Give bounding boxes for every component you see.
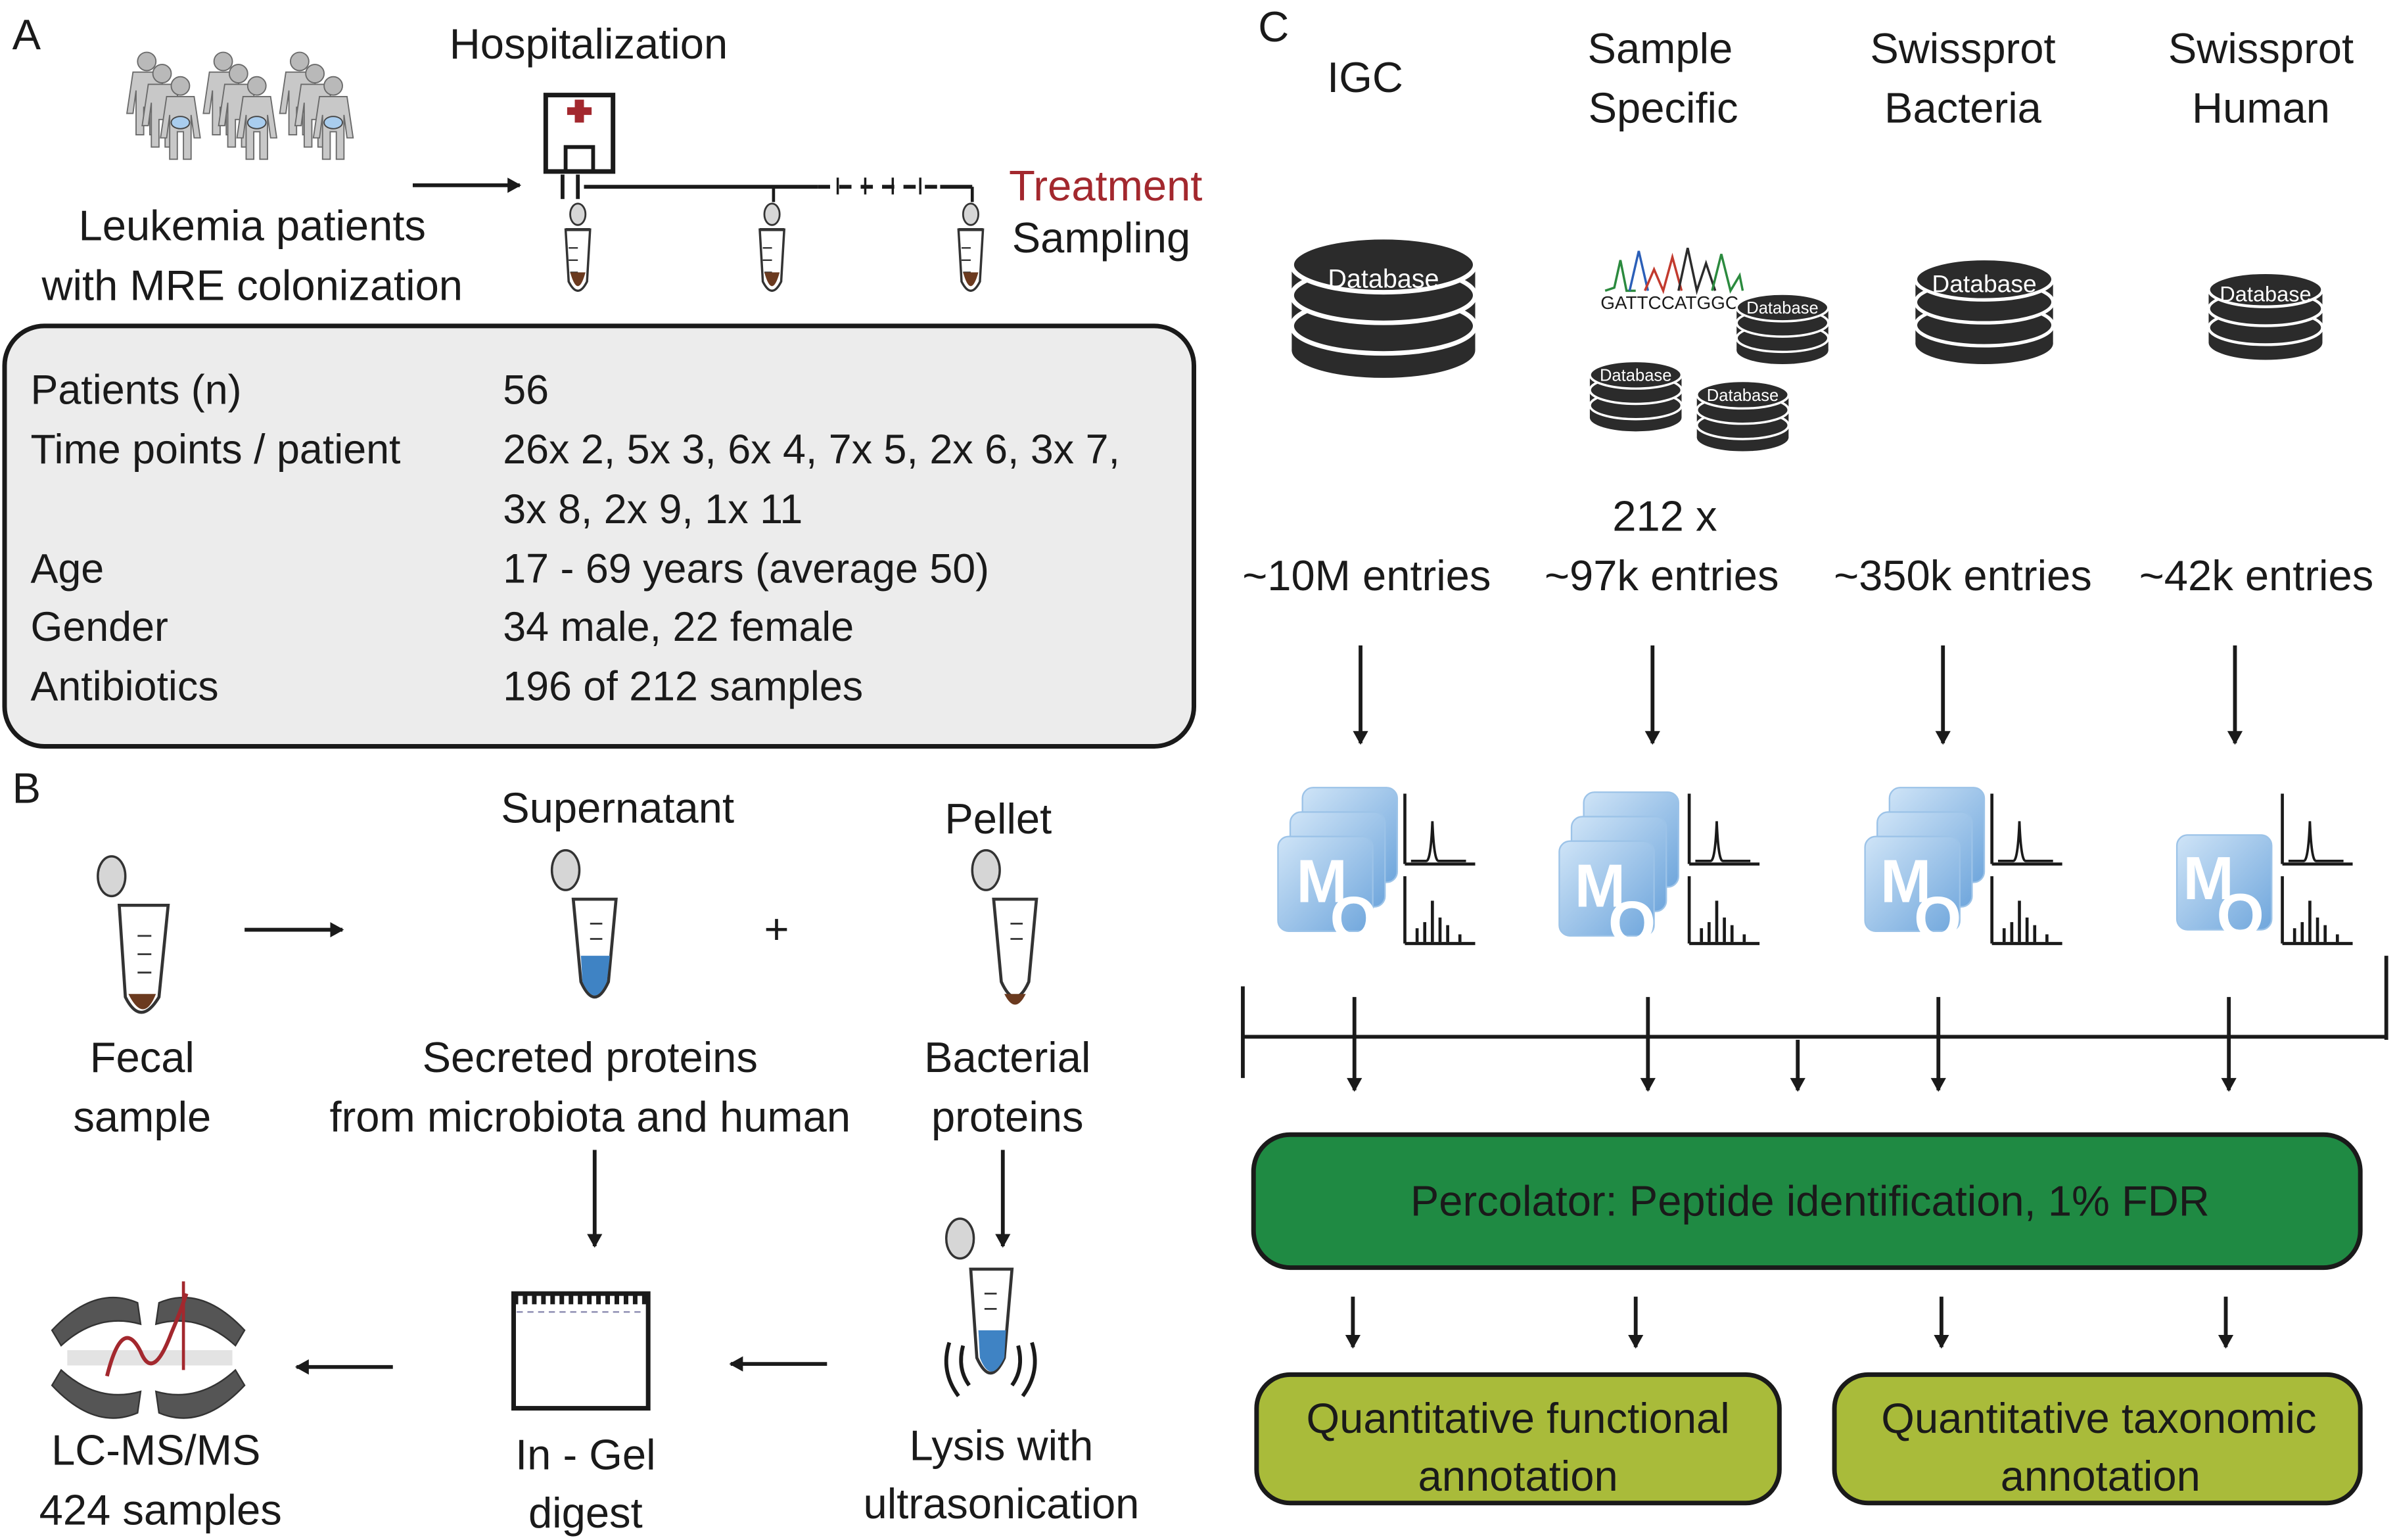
svg-text:M: M: [1575, 852, 1625, 920]
plus-sign: +: [764, 904, 789, 952]
svg-text:M: M: [2183, 844, 2233, 912]
database-icon-sample-c: Database: [1695, 379, 1790, 453]
pellet-label: Pellet: [944, 795, 1052, 843]
sequencing-chromatogram-icon: GATTCCATGGC: [1600, 247, 1744, 313]
cohort-summary-box: [2, 323, 1197, 749]
table-value-age: 17 - 69 years (average 50): [503, 546, 989, 592]
sample-multiplier: 212 x: [1612, 492, 1717, 540]
panel-a-letter: A: [12, 11, 41, 58]
fecal-label-line1: Fecal: [90, 1033, 195, 1081]
ultrasonication-waves-icon: [944, 1342, 1037, 1397]
supernatant-tube-icon: [550, 849, 618, 999]
db-title-swisshum-1: Swissprot: [2168, 24, 2354, 72]
sample-tube-icon: [760, 204, 784, 291]
sampling-label: Sampling: [1012, 214, 1190, 262]
db-entries-igc: ~10M entries: [1242, 551, 1491, 599]
taxonomic-annotation-box: [1832, 1372, 2363, 1506]
database-icon-sample-b: Database: [1589, 360, 1683, 433]
fecal-label-line2: sample: [73, 1093, 211, 1141]
panel-c-letter: C: [1258, 3, 1289, 51]
timeline: [561, 174, 974, 202]
functional-label-line1: Quantitative functional: [1306, 1394, 1729, 1442]
supernatant-label: Supernatant: [501, 784, 734, 832]
panel-b-letter: B: [12, 764, 41, 812]
mass-spec-icon: [51, 1281, 246, 1419]
hospital-icon: [543, 93, 616, 174]
gel-icon: [511, 1291, 651, 1411]
secreted-label-line2: from microbiota and human: [330, 1093, 851, 1141]
database-icon-igc: Database: [1292, 237, 1475, 378]
db-entries-swisshum: ~42k entries: [2139, 551, 2374, 599]
cohort-table: Patients (n) 56 Time points / patient 26…: [31, 367, 1120, 709]
lcms-label-line2: 424 samples: [39, 1485, 282, 1533]
svg-text:Q: Q: [1608, 888, 1656, 956]
sample-tube-icon: [958, 204, 983, 291]
svg-text:Database: Database: [1328, 265, 1439, 294]
maxquant-icon: M Q: [1277, 787, 1475, 952]
database-icon-sample-a: Database: [1735, 292, 1830, 365]
svg-text:Q: Q: [2217, 881, 2264, 949]
hospitalization-label: Hospitalization: [450, 20, 728, 68]
table-label-age: Age: [31, 546, 105, 592]
svg-text:Database: Database: [1746, 299, 1819, 317]
patients-label-line2: with MRE colonization: [41, 261, 463, 309]
table-value-timepoints-cont: 3x 8, 2x 9, 1x 11: [503, 486, 803, 532]
table-label-antibiotics: Antibiotics: [31, 664, 219, 710]
percolator-box: [1251, 1132, 2363, 1271]
db-title-sample-1: Sample: [1588, 24, 1733, 72]
bacterial-label-line2: proteins: [931, 1093, 1084, 1141]
db-title-swissbac-2: Bacteria: [1884, 83, 2042, 131]
table-value-timepoints: 26x 2, 5x 3, 6x 4, 7x 5, 2x 6, 3x 7,: [503, 427, 1120, 473]
patient-group-icon: [126, 51, 354, 160]
taxonomic-label-line1: Quantitative taxonomic: [1881, 1394, 2316, 1442]
secreted-label-line1: Secreted proteins: [423, 1033, 758, 1081]
maxquant-icon: M Q: [1558, 791, 1759, 956]
table-value-gender: 34 male, 22 female: [503, 604, 854, 650]
percolator-label: Percolator: Peptide identification, 1% F…: [1410, 1177, 2210, 1225]
bacterial-label-line1: Bacterial: [924, 1033, 1090, 1081]
lysis-label-line2: ultrasonication: [864, 1480, 1140, 1528]
svg-text:M: M: [1296, 847, 1347, 916]
svg-text:Q: Q: [1914, 884, 1961, 952]
table-label-patients: Patients (n): [31, 367, 242, 413]
svg-text:Database: Database: [1600, 367, 1672, 385]
svg-text:Database: Database: [1932, 270, 2036, 298]
svg-text:Q: Q: [1330, 884, 1378, 952]
treatment-label: Treatment: [1009, 162, 1202, 210]
sample-tube-icon: [566, 204, 590, 291]
pellet-tube-icon: [971, 849, 1038, 1005]
lcms-label-line1: LC-MS/MS: [51, 1426, 260, 1474]
maxquant-icon: M Q: [2176, 794, 2352, 949]
combination-bracket: [1241, 956, 2388, 1079]
ingel-label-line1: In - Gel: [515, 1431, 655, 1479]
svg-text:Database: Database: [1707, 386, 1779, 405]
maxquant-icon: M Q: [1864, 787, 2062, 952]
table-value-patients: 56: [503, 367, 549, 413]
db-entries-swissbac: ~350k entries: [1834, 551, 2092, 599]
db-title-sample-2: Specific: [1589, 83, 1738, 131]
functional-label-line2: annotation: [1418, 1452, 1618, 1500]
taxonomic-label-line2: annotation: [2001, 1452, 2200, 1500]
database-icon-swissprot-bacteria: Database: [1915, 258, 2053, 363]
svg-text:M: M: [1880, 847, 1931, 916]
lysis-tube-icon: [944, 1217, 1014, 1375]
table-label-gender: Gender: [31, 604, 168, 650]
ingel-label-line2: digest: [528, 1489, 643, 1537]
db-title-igc: IGC: [1327, 53, 1403, 101]
svg-text:GATTCCATGGC: GATTCCATGGC: [1600, 292, 1738, 313]
database-icon-swissprot-human: Database: [2208, 273, 2322, 360]
db-entries-sample: ~97k entries: [1545, 551, 1779, 599]
table-label-timepoints: Time points / patient: [31, 427, 401, 473]
db-title-swissbac-1: Swissprot: [1870, 24, 2055, 72]
svg-text:Database: Database: [2220, 283, 2311, 306]
fecal-sample-tube-icon: [97, 855, 170, 1014]
table-value-antibiotics: 196 of 212 samples: [503, 664, 863, 710]
patients-label-line1: Leukemia patients: [79, 202, 426, 250]
db-title-swisshum-2: Human: [2192, 83, 2330, 131]
lysis-label-line1: Lysis with: [910, 1422, 1094, 1470]
functional-annotation-box: [1254, 1372, 1782, 1506]
